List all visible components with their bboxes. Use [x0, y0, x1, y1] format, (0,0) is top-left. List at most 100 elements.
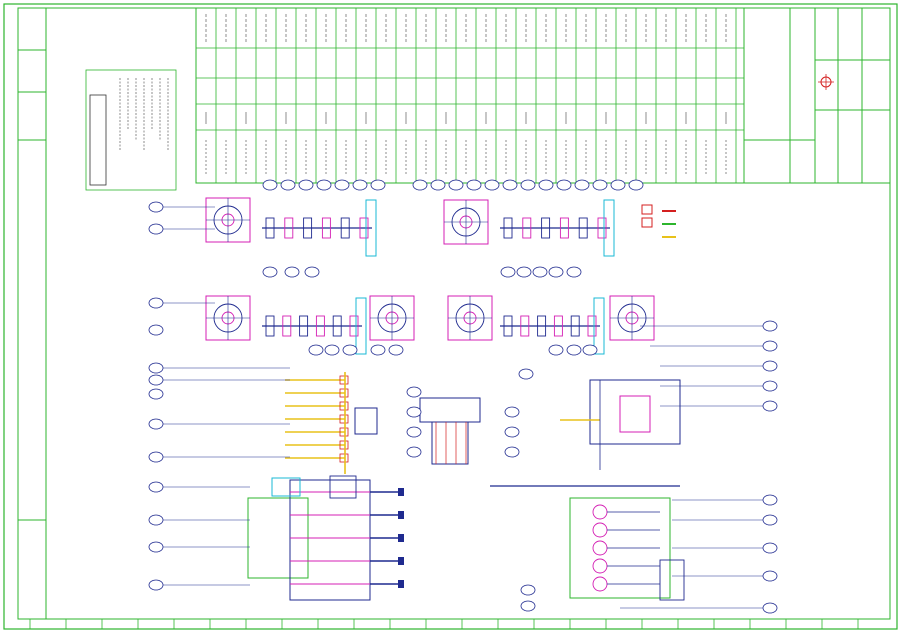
balloon — [148, 324, 164, 336]
shaft-component — [578, 217, 588, 239]
balloon — [148, 201, 164, 213]
balloon — [148, 388, 164, 400]
balloon — [762, 380, 778, 392]
balloon — [556, 179, 572, 191]
balloon — [284, 266, 300, 278]
shaft-component — [299, 315, 309, 337]
balloon — [304, 266, 320, 278]
shaft-component — [265, 315, 275, 337]
comb-tip — [339, 414, 349, 424]
plan-spindle-end — [398, 557, 404, 565]
balloon — [280, 179, 296, 191]
front-station — [592, 522, 608, 538]
balloon — [148, 223, 164, 235]
shaft-component — [359, 217, 369, 239]
balloon — [148, 514, 164, 526]
balloon — [762, 514, 778, 526]
end-view-lower-mid-right — [447, 295, 493, 341]
balloon — [148, 297, 164, 309]
balloon — [316, 179, 332, 191]
balloon — [762, 340, 778, 352]
balloon — [370, 344, 386, 356]
balloon — [324, 344, 340, 356]
balloon — [148, 451, 164, 463]
section-body — [431, 421, 469, 465]
balloon — [610, 179, 626, 191]
balloon — [148, 374, 164, 386]
shaft-view-upper-right — [500, 199, 615, 257]
balloon — [538, 179, 554, 191]
end-view-lower-left — [205, 295, 251, 341]
comb-tip — [339, 427, 349, 437]
front-station — [592, 504, 608, 520]
notes-box — [85, 69, 177, 191]
shaft-component — [315, 315, 325, 337]
comb-tip — [339, 375, 349, 385]
color-legend — [641, 204, 676, 238]
shaft-bracket — [603, 199, 615, 257]
plan-motor — [271, 477, 301, 497]
left-strip-cells — [18, 49, 46, 521]
balloon — [762, 360, 778, 372]
shaft-view-lower-right — [500, 297, 605, 355]
shaft-bracket — [365, 199, 377, 257]
shaft-component — [570, 315, 580, 337]
balloon — [762, 542, 778, 554]
balloon — [502, 179, 518, 191]
middle-assemblies — [285, 372, 681, 474]
balloon — [388, 344, 404, 356]
balloon — [520, 584, 536, 596]
balloon — [504, 426, 520, 438]
balloon — [262, 266, 278, 278]
balloon — [406, 446, 422, 458]
balloon — [430, 179, 446, 191]
shaft-component — [303, 217, 313, 239]
shaft-component — [503, 217, 513, 239]
balloon — [592, 179, 608, 191]
shaft-component — [265, 217, 275, 239]
shaft-bracket — [593, 297, 605, 355]
end-view-upper-right — [443, 199, 489, 245]
balloon — [262, 179, 278, 191]
comb-mount — [354, 407, 378, 435]
balloon — [574, 179, 590, 191]
balloon — [504, 406, 520, 418]
balloon — [298, 179, 314, 191]
balloon — [484, 179, 500, 191]
sheet-inner-border — [17, 7, 891, 620]
shaft-bracket — [355, 297, 367, 355]
balloon — [548, 266, 564, 278]
shaft-component — [332, 315, 342, 337]
balloon — [148, 481, 164, 493]
end-view-lower-right — [609, 295, 655, 341]
comb-tip — [339, 440, 349, 450]
balloon — [762, 602, 778, 614]
balloon — [504, 446, 520, 458]
shaft-component — [597, 217, 607, 239]
balloon — [628, 179, 644, 191]
main-machine-views — [247, 475, 685, 601]
shaft-component — [537, 315, 547, 337]
balloon — [548, 344, 564, 356]
balloon — [566, 266, 582, 278]
notes-heading-box — [89, 94, 107, 186]
end-view-upper-left — [205, 197, 251, 243]
elevation-frame — [589, 379, 681, 445]
shaft-component — [349, 315, 359, 337]
balloon — [148, 418, 164, 430]
front-frame — [569, 497, 671, 599]
balloon — [370, 179, 386, 191]
plan-spindle-end — [398, 580, 404, 588]
balloon-callouts — [148, 179, 778, 614]
shaft-component — [559, 217, 569, 239]
shaft-component — [587, 315, 597, 337]
balloon — [342, 344, 358, 356]
shaft-component — [321, 217, 331, 239]
sheet-outer-border — [3, 3, 898, 630]
balloon — [148, 579, 164, 591]
shaft-view-lower-left — [262, 297, 367, 355]
shaft-component — [340, 217, 350, 239]
end-view-lower-mid-left — [369, 295, 415, 341]
balloon — [148, 362, 164, 374]
